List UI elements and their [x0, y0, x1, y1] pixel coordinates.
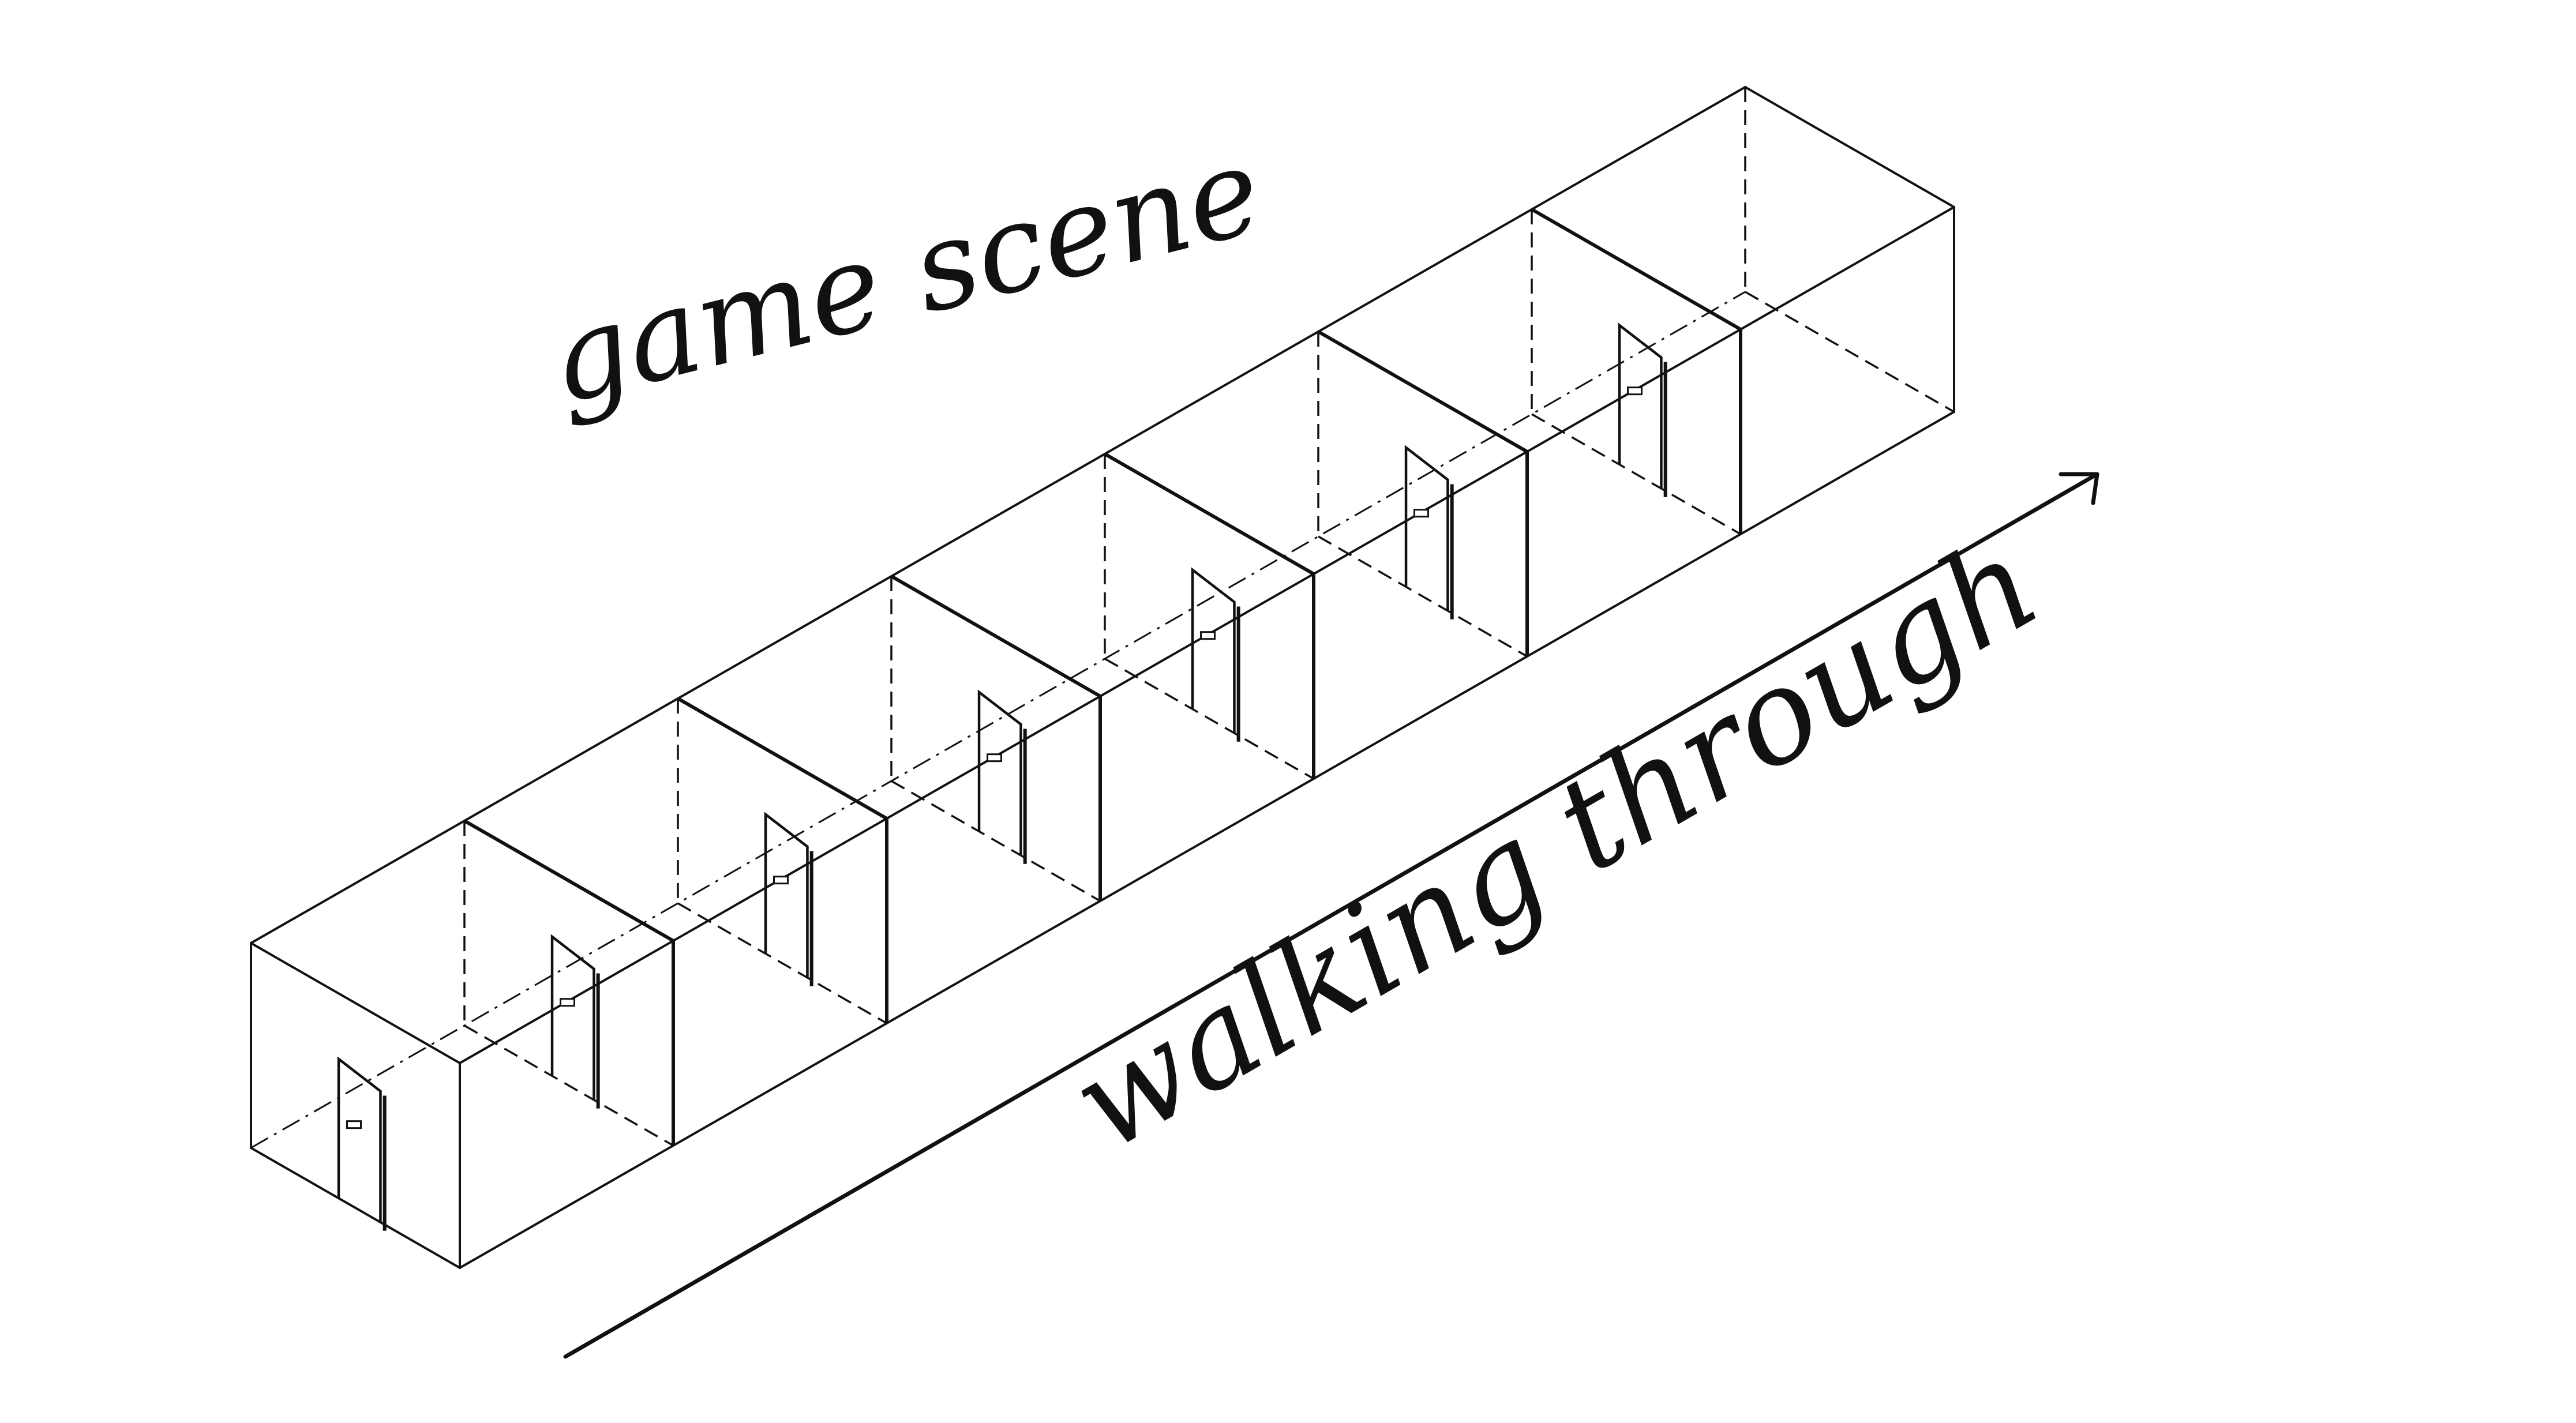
corridor-start-top-edge	[250, 942, 461, 1064]
scene-label: game scene	[535, 119, 1274, 431]
room-2-door-frame	[550, 934, 595, 1100]
room-7-door-frame	[1618, 322, 1663, 489]
room-6-door-frame	[1404, 445, 1449, 611]
partition-bottom-hidden-edge	[891, 780, 1101, 902]
walking-direction-arrow	[563, 472, 2099, 1359]
partition-top-edge	[463, 819, 674, 943]
room-7-door-sign	[1627, 386, 1643, 396]
corridor-floor-centerline	[250, 291, 1746, 1149]
room-1-door-frame	[337, 1056, 382, 1222]
room-2-door-sign	[560, 998, 576, 1007]
room-1-door-sign	[346, 1120, 362, 1129]
room-3-door-sign	[773, 876, 789, 885]
partition-bottom-hidden-edge	[1104, 658, 1314, 780]
partition-top-edge	[1104, 452, 1315, 576]
walking-arrow-shaft	[563, 472, 2099, 1359]
partition-top-edge	[1531, 208, 1742, 331]
partition-bottom-hidden-edge	[1531, 413, 1741, 535]
corridor-end-bottom-hidden-edge	[1745, 291, 1955, 413]
partition-bottom-hidden-edge	[1318, 535, 1528, 658]
room-5-door-frame	[1191, 567, 1236, 733]
room-4-door-sign	[987, 753, 1003, 763]
walking-arrow-head	[2058, 472, 2099, 505]
partition-top-edge	[890, 575, 1101, 698]
corridor-top-back-edge	[250, 86, 1746, 944]
partition-bottom-hidden-edge	[677, 902, 887, 1024]
partition-bottom-hidden-edge	[464, 1024, 674, 1147]
room-3-door-frame	[764, 812, 809, 978]
partition-top-edge	[677, 697, 888, 820]
room-4-door-frame	[977, 689, 1022, 855]
room-6-door-sign	[1413, 509, 1430, 518]
corridor-bottom-front-edge	[459, 411, 1955, 1269]
corridor-end-top-edge	[1744, 86, 1955, 208]
room-5-door-sign	[1200, 631, 1216, 640]
room-corridor	[250, 86, 1955, 1269]
partition-top-edge	[1317, 330, 1528, 453]
corridor-start-bottom-edge	[250, 1147, 461, 1269]
